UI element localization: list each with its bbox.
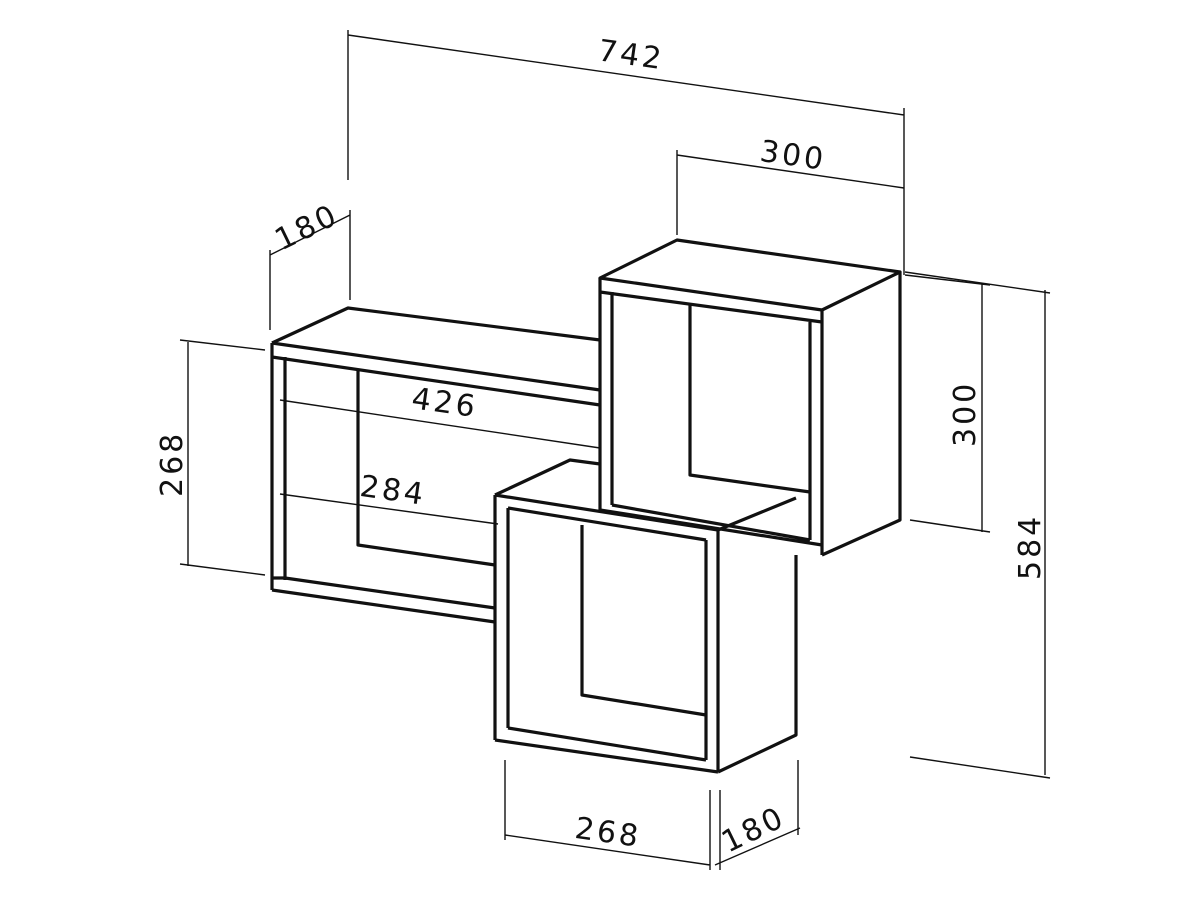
label-300-top: 300	[758, 134, 828, 178]
left-box	[270, 306, 601, 624]
label-300-right: 300	[948, 381, 983, 447]
label-742: 742	[596, 33, 666, 77]
bottom-box	[493, 458, 798, 774]
label-180-bottom: 180	[716, 800, 791, 861]
label-426: 426	[409, 381, 479, 425]
label-180-left: 180	[270, 197, 345, 258]
label-268-left: 268	[155, 431, 190, 497]
label-268-bottom: 268	[573, 811, 643, 855]
label-584: 584	[1013, 514, 1048, 580]
dimension-lines	[179, 30, 1051, 870]
top-right-box	[598, 238, 902, 557]
